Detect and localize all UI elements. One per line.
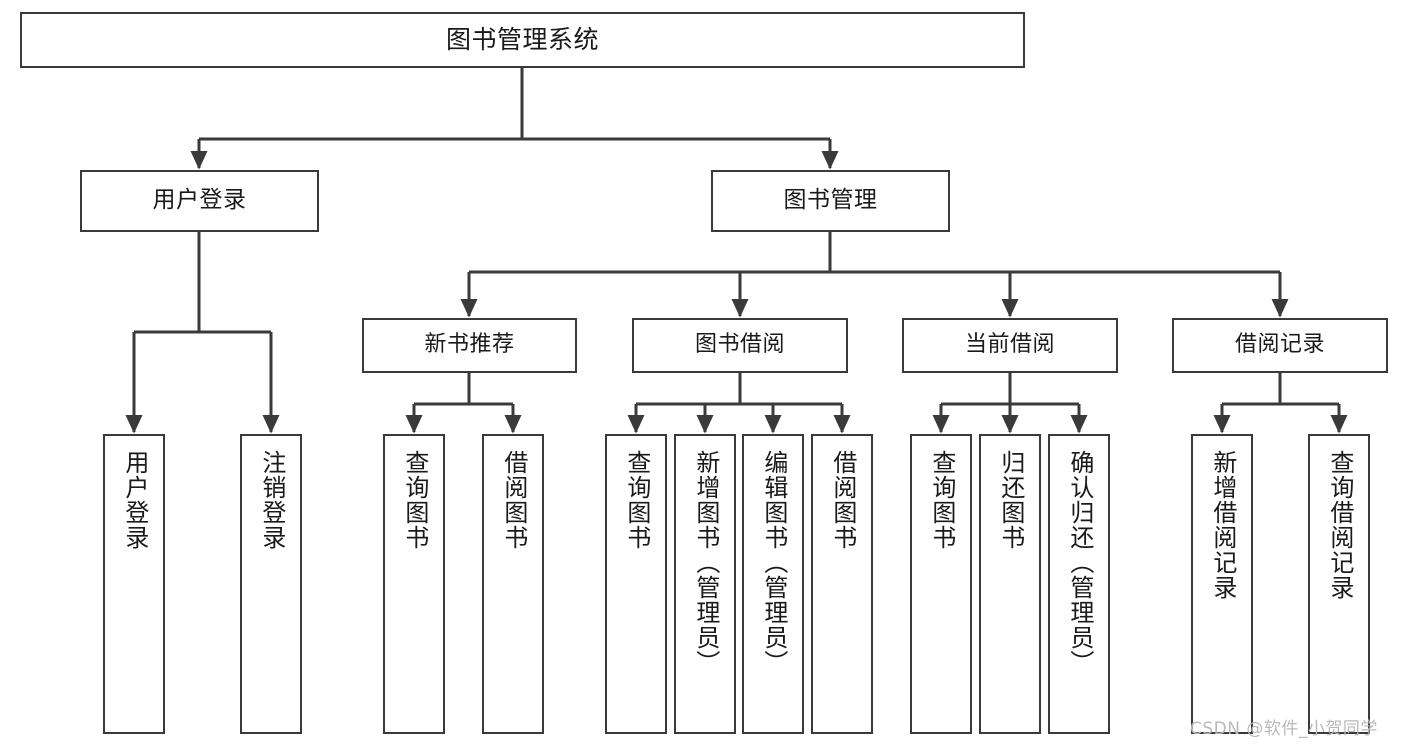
leaf-label: 新增借阅记录 [1208, 450, 1237, 600]
node-new-book-recommend[interactable]: 新书推荐 [362, 318, 577, 373]
leaf-label: 确认归还（管理员） [1065, 450, 1094, 675]
leaf-query-book-nbr[interactable]: 查询图书 [383, 434, 445, 734]
leaf-label: 注销登录 [257, 450, 286, 550]
node-book-borrowing-label: 图书借阅 [694, 332, 785, 358]
node-book-management-label: 图书管理 [783, 187, 878, 214]
leaf-confirm-return-admin[interactable]: 确认归还（管理员） [1048, 434, 1110, 734]
leaf-add-borrow-record[interactable]: 新增借阅记录 [1191, 434, 1253, 734]
leaf-user-login[interactable]: 用户登录 [103, 434, 165, 734]
leaf-label: 编辑图书（管理员） [759, 450, 788, 675]
node-borrow-record-label: 借阅记录 [1234, 332, 1325, 358]
leaf-label: 查询图书 [400, 450, 429, 550]
watermark: CSDN @软件_小贺同学 [1190, 719, 1378, 739]
leaf-add-book-admin[interactable]: 新增图书（管理员） [674, 434, 736, 734]
leaf-label: 查询图书 [927, 450, 956, 550]
leaf-logout[interactable]: 注销登录 [240, 434, 302, 734]
node-root[interactable]: 图书管理系统 [20, 12, 1025, 68]
leaf-label: 用户登录 [120, 450, 149, 550]
leaf-label: 归还图书 [996, 450, 1025, 550]
leaf-label: 新增图书（管理员） [691, 450, 720, 675]
leaf-label: 借阅图书 [828, 450, 857, 550]
leaf-borrow-book-bb[interactable]: 借阅图书 [811, 434, 873, 734]
node-current-borrowing-label: 当前借阅 [964, 332, 1055, 358]
leaf-return-book[interactable]: 归还图书 [979, 434, 1041, 734]
node-book-management[interactable]: 图书管理 [711, 170, 950, 232]
leaf-label: 查询图书 [622, 450, 651, 550]
leaf-query-book-bb[interactable]: 查询图书 [605, 434, 667, 734]
node-user-login-label: 用户登录 [152, 187, 247, 214]
node-new-book-recommend-label: 新书推荐 [424, 332, 515, 358]
leaf-query-book-cb[interactable]: 查询图书 [910, 434, 972, 734]
node-borrow-record[interactable]: 借阅记录 [1172, 318, 1388, 373]
leaf-borrow-book-nbr[interactable]: 借阅图书 [482, 434, 544, 734]
leaf-edit-book-admin[interactable]: 编辑图书（管理员） [742, 434, 804, 734]
leaf-query-borrow-record[interactable]: 查询借阅记录 [1308, 434, 1370, 734]
node-current-borrowing[interactable]: 当前借阅 [902, 318, 1118, 373]
node-book-borrowing[interactable]: 图书借阅 [632, 318, 848, 373]
node-root-label: 图书管理系统 [445, 25, 599, 54]
leaf-label: 查询借阅记录 [1325, 450, 1354, 600]
node-user-login[interactable]: 用户登录 [80, 170, 319, 232]
leaf-label: 借阅图书 [499, 450, 528, 550]
